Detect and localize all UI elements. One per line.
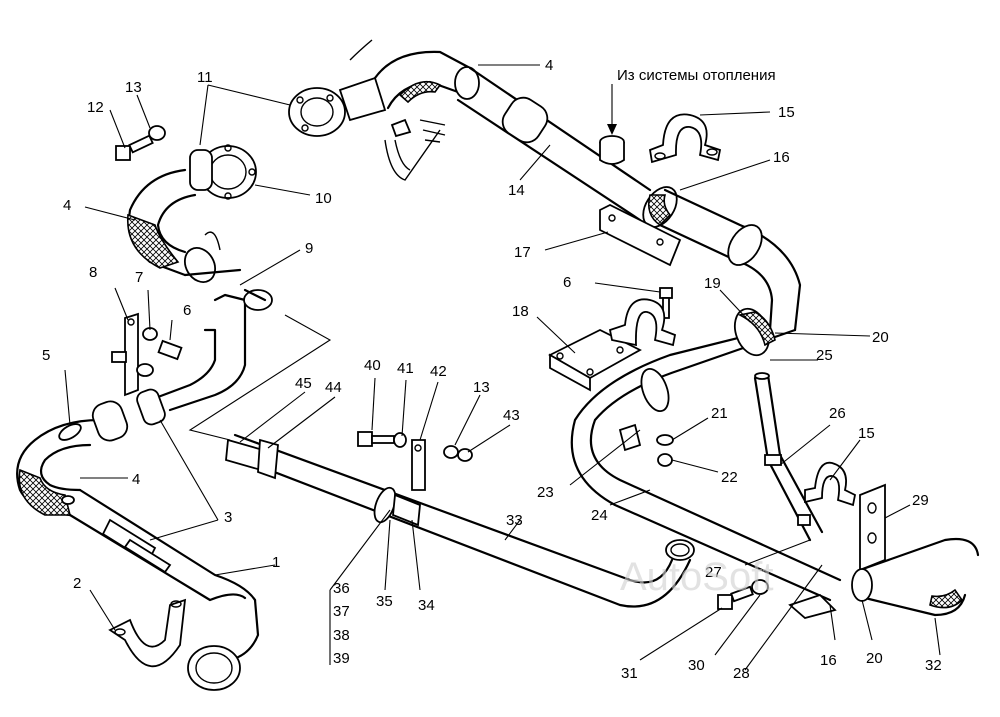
upper-left-elbow: [127, 144, 273, 311]
label-40: 40: [364, 357, 381, 374]
label-20-lower: 20: [866, 650, 883, 667]
label-13-top: 13: [125, 79, 142, 96]
label-4-top: 4: [545, 57, 553, 74]
label-31: 31: [621, 665, 638, 682]
right-lower-assembly: [753, 372, 980, 619]
part-labels: Из системы отопления 1 2 3 4 4 4 5 6 6 7…: [42, 57, 942, 682]
label-20-upper: 20: [872, 329, 889, 346]
label-7: 7: [135, 269, 143, 286]
watermark-text: AutoSoft: [620, 555, 773, 599]
label-23: 23: [537, 484, 554, 501]
heating-inlet-coupling: [599, 84, 625, 165]
bolt-31: [717, 579, 769, 610]
label-16-top: 16: [773, 149, 790, 166]
clamp-15-top: [648, 113, 722, 164]
label-1: 1: [272, 554, 280, 571]
bolt-12: [115, 125, 166, 161]
label-44: 44: [325, 379, 342, 396]
label-17: 17: [514, 244, 531, 261]
label-32: 32: [925, 657, 942, 674]
label-2: 2: [73, 575, 81, 592]
label-18: 18: [512, 303, 529, 320]
label-34: 34: [418, 597, 435, 614]
upper-center-elbow: [288, 39, 480, 181]
label-38: 38: [333, 627, 350, 644]
bracket-18: [548, 287, 677, 467]
label-24: 24: [591, 507, 608, 524]
label-30: 30: [688, 657, 705, 674]
label-28: 28: [733, 665, 750, 682]
label-3: 3: [224, 509, 232, 526]
label-10: 10: [315, 190, 332, 207]
label-4-lower: 4: [132, 471, 140, 488]
clamp-bracket-2: [108, 598, 187, 668]
label-12: 12: [87, 99, 104, 116]
label-42: 42: [430, 363, 447, 380]
label-22: 22: [721, 469, 738, 486]
label-45: 45: [295, 375, 312, 392]
label-33: 33: [506, 512, 523, 529]
label-35: 35: [376, 593, 393, 610]
label-4-left: 4: [63, 197, 71, 214]
bracket-17: [599, 203, 682, 267]
label-21: 21: [711, 405, 728, 422]
label-25: 25: [816, 347, 833, 364]
label-5: 5: [42, 347, 50, 364]
right-middle-pipe: [570, 307, 842, 602]
label-16-lower: 16: [820, 652, 837, 669]
label-19: 19: [704, 275, 721, 292]
label-37: 37: [333, 603, 350, 620]
label-15-lower: 15: [858, 425, 875, 442]
pipe-33: [225, 433, 695, 608]
leader-lines: [64, 64, 941, 671]
connection-line: [188, 314, 332, 441]
label-39: 39: [333, 650, 350, 667]
bracket-8: [111, 312, 183, 397]
label-43: 43: [503, 407, 520, 424]
left-lower-pipe: [16, 293, 260, 691]
label-13-center: 13: [473, 379, 490, 396]
label-41: 41: [397, 360, 414, 377]
caption-heating-system: Из системы отопления: [617, 67, 776, 84]
label-8: 8: [89, 264, 97, 281]
label-27: 27: [705, 564, 722, 581]
label-29: 29: [912, 492, 929, 509]
label-6-center: 6: [563, 274, 571, 291]
label-9: 9: [305, 240, 313, 257]
label-26: 26: [829, 405, 846, 422]
label-15-top: 15: [778, 104, 795, 121]
label-14: 14: [508, 182, 525, 199]
pipe-14: [456, 66, 802, 332]
label-6-left: 6: [183, 302, 191, 319]
label-11: 11: [197, 69, 213, 86]
label-36: 36: [333, 580, 350, 597]
